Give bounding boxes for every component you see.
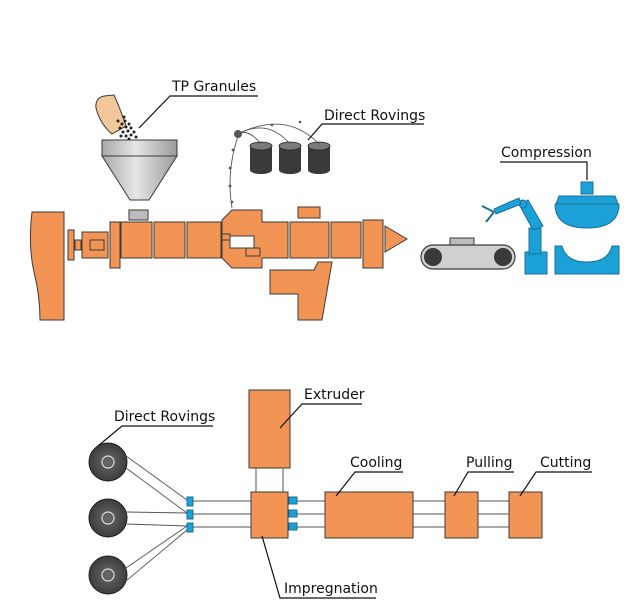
roving-roll [88,498,128,538]
die-nozzle [384,225,408,253]
bottom-rovings-leader [97,425,213,447]
granules [116,115,138,143]
top-rovings-leader [307,123,424,141]
roving-threads [228,120,320,209]
spool [249,141,273,174]
fiber-feed-section [221,209,289,269]
bottom-process: Direct Rovings Extruder Impregnation Coo… [88,387,592,599]
extruder-barrel [120,206,408,321]
pulling-block [444,491,479,539]
guide-eyelets [186,496,194,533]
feed-lines [193,500,251,528]
cutting-leader [519,471,592,497]
cutting-label: Cutting [540,455,591,471]
robot-arm [481,197,548,275]
lines-to-cutting [478,500,509,528]
impregnation-label: Impregnation [284,581,378,597]
lines-to-pulling [413,500,445,528]
roving-roll [88,442,128,482]
extruder-block [248,389,291,469]
cooling-block [324,491,414,539]
top-roving-spools [249,141,331,174]
bottom-strands [125,455,188,582]
impregnation-leader [261,535,376,599]
conveyor [420,237,516,270]
bottom-rovings-label: Direct Rovings [114,409,215,425]
pulling-label: Pulling [466,455,513,471]
granule-bag [95,94,127,135]
top-process: TP Granules [29,79,620,321]
impregnation-outlets [288,496,298,531]
hopper [101,139,178,221]
extruder-drive [29,211,121,321]
roving-roll [88,555,128,595]
cooling-leader [335,471,403,497]
impregnation-block [250,491,289,539]
compression-label: Compression [501,145,592,161]
spool [278,141,302,174]
roving-rolls [88,442,128,595]
compression-leader [500,161,588,180]
extruder-connectors [255,468,284,492]
extruder-leader [279,403,362,429]
cutting-block [508,491,543,539]
spool [307,141,331,174]
granules-label: TP Granules [171,79,256,95]
compression-press [554,181,620,275]
extruder-label: Extruder [304,387,365,403]
pulling-leader [453,471,514,497]
lines-to-cooling [297,500,325,528]
granules-leader [138,95,258,129]
cooling-label: Cooling [350,455,402,471]
top-rovings-label: Direct Rovings [324,108,425,124]
